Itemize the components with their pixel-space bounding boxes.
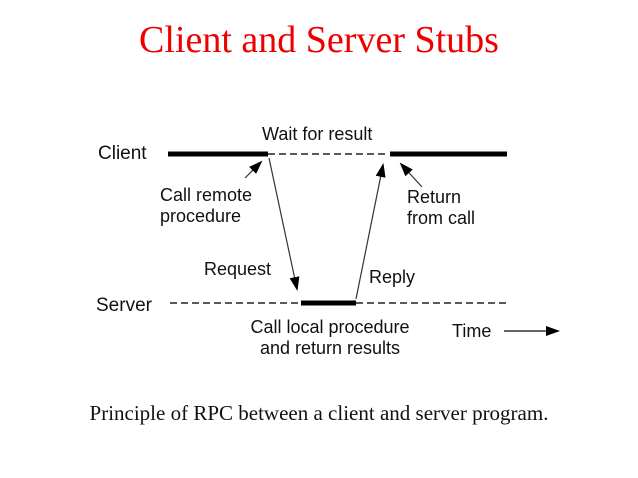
request-label: Request	[204, 259, 272, 279]
return-from-call-pointer-arrow	[399, 162, 423, 188]
call-local-procedure-label: Call local procedure and return results	[250, 317, 410, 358]
reply-label: Reply	[369, 267, 416, 287]
request-arrow	[268, 157, 300, 291]
time-label: Time	[452, 321, 492, 341]
server-label: Server	[96, 295, 152, 316]
client-label: Client	[98, 143, 147, 164]
slide-title: Client and Server Stubs	[139, 19, 499, 61]
wait-for-result-label: Wait for result	[262, 124, 373, 144]
call-remote-procedure-label: Call remote procedure	[160, 185, 253, 226]
call-remote-pointer-arrow	[244, 160, 263, 179]
return-from-call-label: Return from call	[407, 187, 476, 228]
reply-arrow	[355, 163, 386, 300]
caption: Principle of RPC between a client and se…	[89, 401, 549, 425]
